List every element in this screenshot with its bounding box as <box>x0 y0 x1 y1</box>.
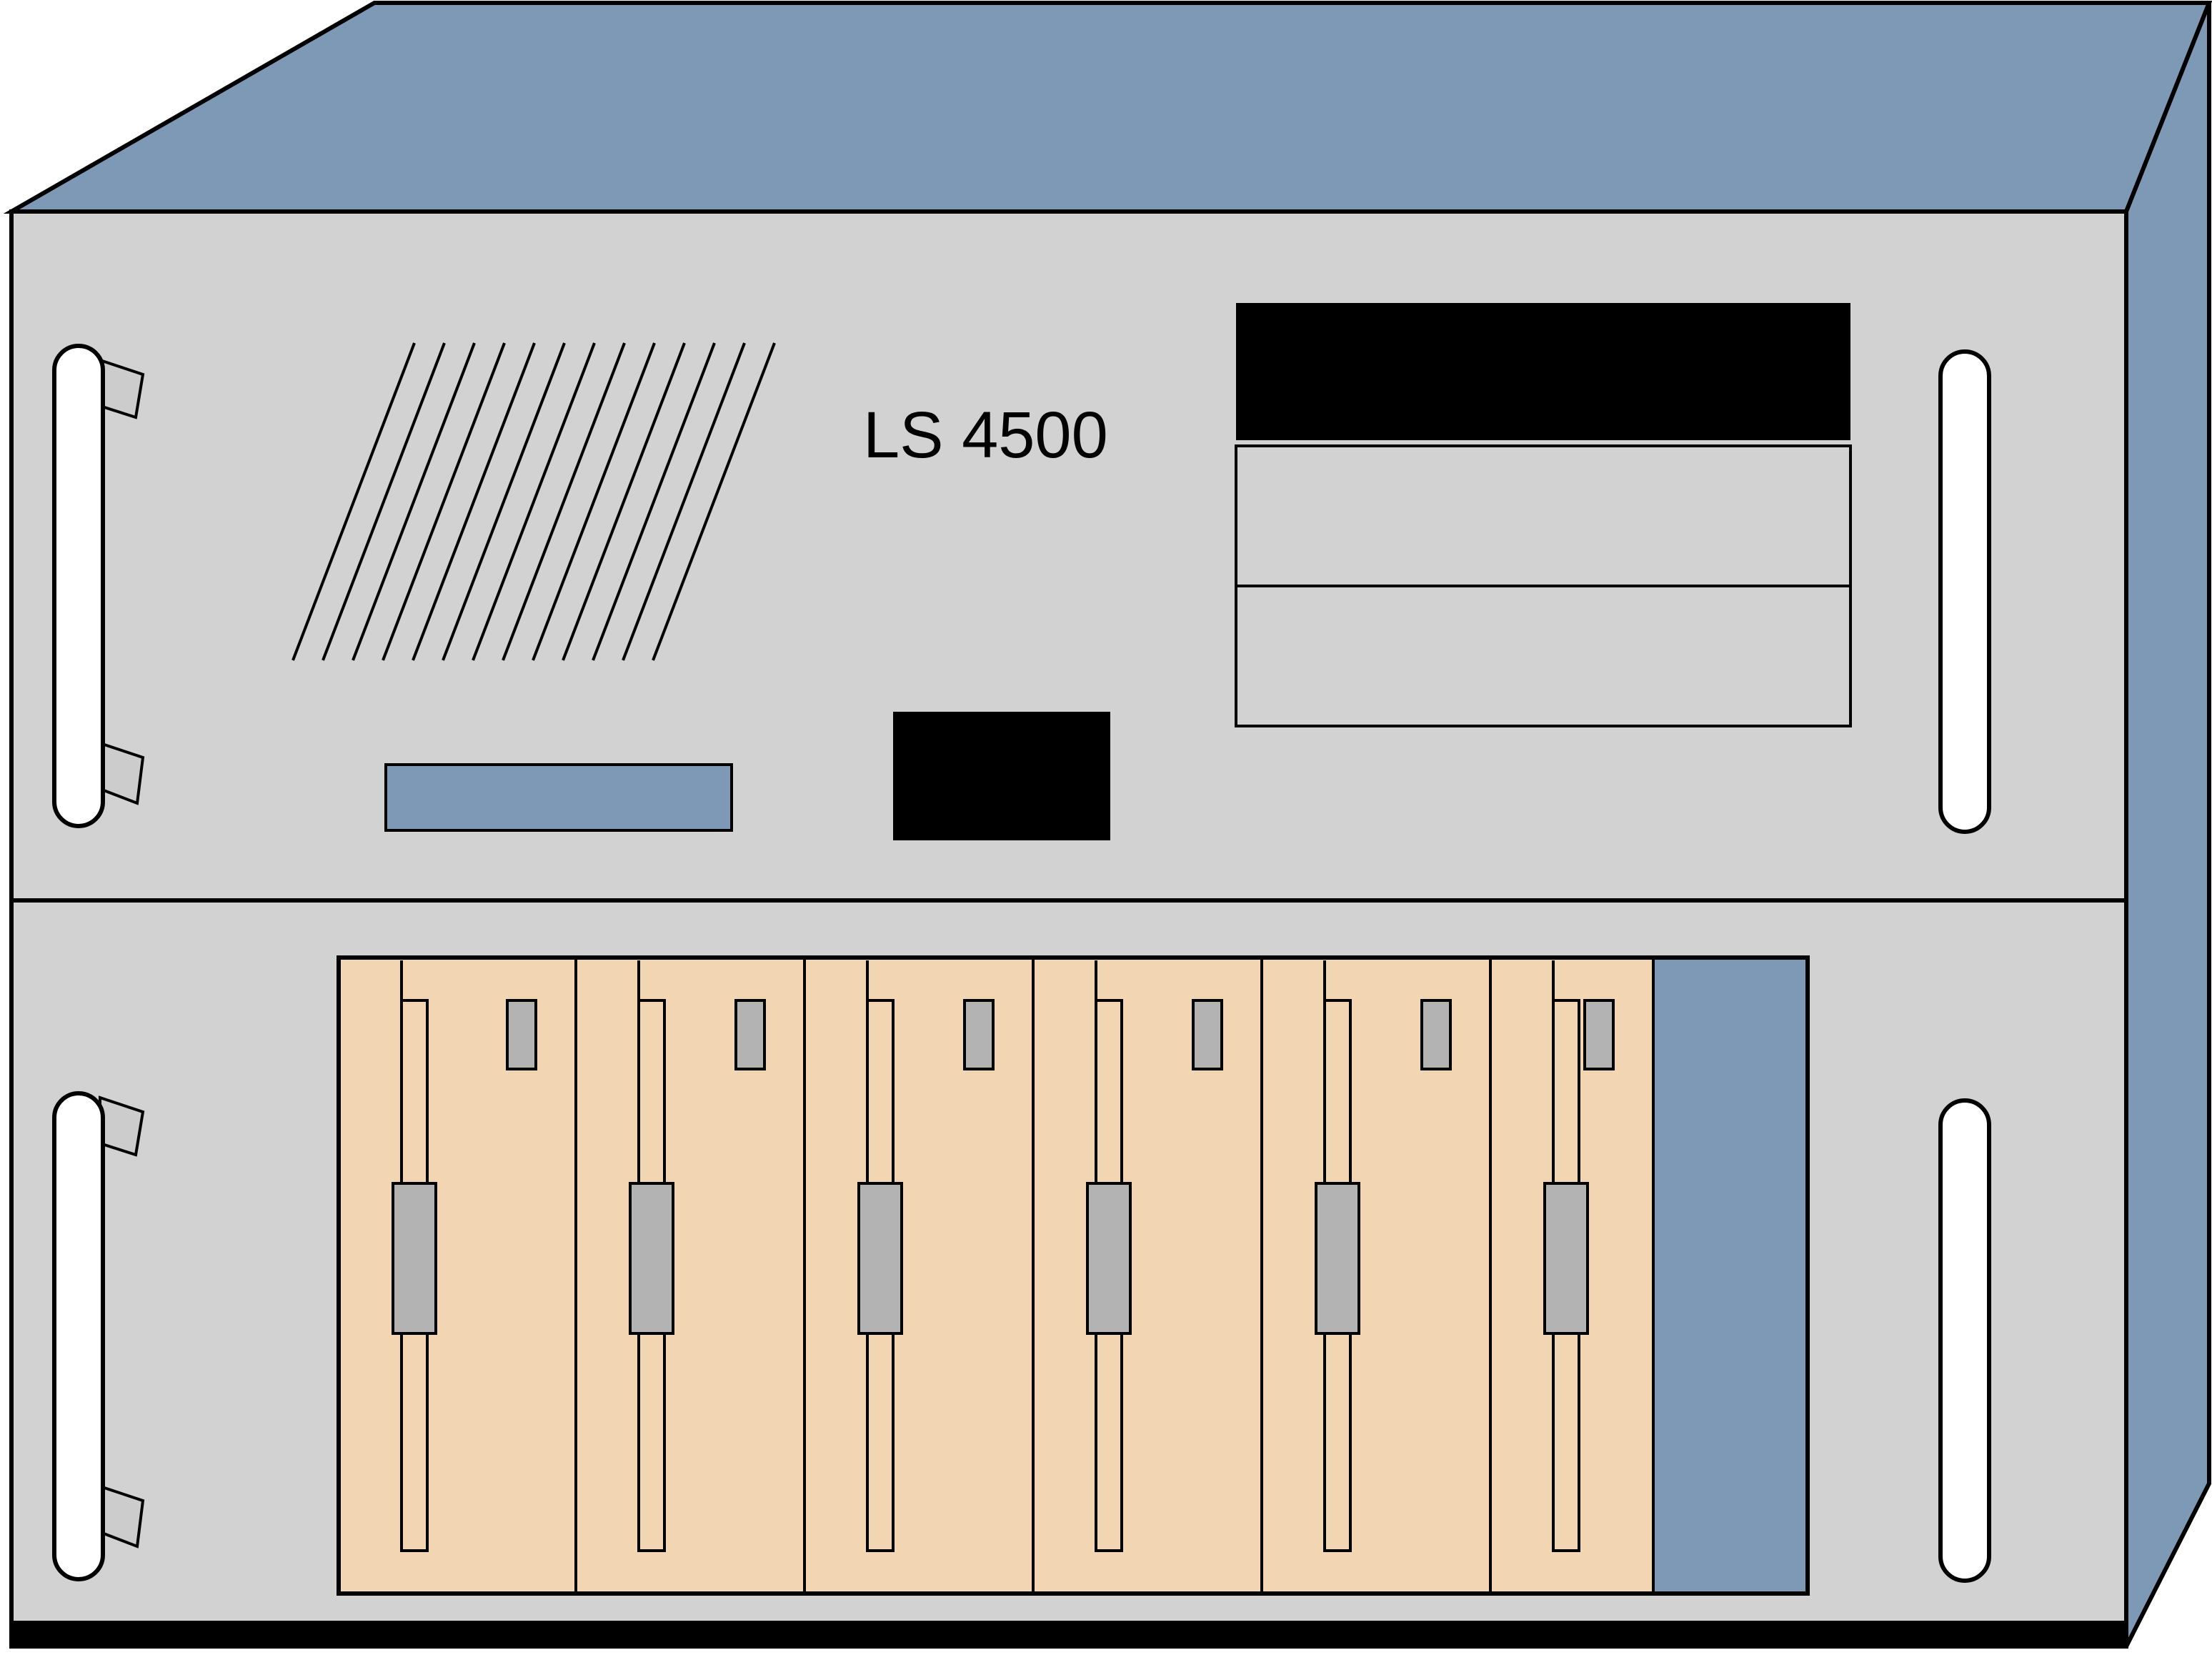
handle-lower-right <box>1938 1098 1991 1583</box>
handle-lower-left <box>52 1091 105 1581</box>
drive-module-handle <box>392 1182 437 1335</box>
drive-module-handle <box>857 1182 903 1335</box>
drive-module-tab <box>963 999 995 1070</box>
drive-module <box>337 956 577 1595</box>
drive-bay <box>337 955 1810 1596</box>
nameplate <box>384 763 733 832</box>
drive-module-body <box>337 956 577 1595</box>
handle-upper-right <box>1938 349 1991 834</box>
drive-latch-rail <box>1323 960 1352 1552</box>
drive-module-body <box>803 956 1035 1595</box>
blank-filler-panel <box>1652 956 1809 1595</box>
model-label: LS 4500 <box>863 399 1108 472</box>
drive-latch-rail <box>400 960 429 1552</box>
drive-module-body <box>574 956 806 1595</box>
drive-module-tab <box>1583 999 1615 1070</box>
media-slot-lower <box>1235 585 1852 727</box>
drive-module-body <box>1260 956 1492 1595</box>
handle-upper-left <box>52 344 105 828</box>
drive-module-handle <box>1086 1182 1132 1335</box>
drive-module-tab <box>734 999 766 1070</box>
display-panel <box>1236 303 1850 440</box>
chassis-side-face <box>2124 1 2211 1648</box>
drive-bay-outline <box>337 955 1810 1596</box>
drive-module <box>574 956 806 1595</box>
drive-latch-rail <box>1552 960 1580 1552</box>
media-slot-upper <box>1235 444 1852 587</box>
drive-module-tab <box>1420 999 1452 1070</box>
drive-module-handle <box>1315 1182 1360 1335</box>
chassis-base-trim <box>11 1621 2126 1646</box>
drive-module <box>1032 956 1263 1595</box>
drive-module <box>1260 956 1492 1595</box>
drive-module-handle <box>1543 1182 1589 1335</box>
drive-module <box>1489 956 1655 1595</box>
drive-latch-rail <box>637 960 666 1552</box>
drive-latch-rail <box>1095 960 1123 1552</box>
chassis-top-face <box>3 0 2212 214</box>
drive-module-body <box>1032 956 1263 1595</box>
drive-module-tab <box>1192 999 1223 1070</box>
drive-module-tab <box>506 999 537 1070</box>
small-display-panel <box>893 712 1110 840</box>
handle-lower-left-group <box>52 1091 145 1581</box>
handle-upper-left-group <box>52 344 145 828</box>
drive-module-handle <box>629 1182 674 1335</box>
drive-latch-rail <box>866 960 895 1552</box>
vent-grille-hatching <box>292 342 776 661</box>
drive-module <box>803 956 1035 1595</box>
